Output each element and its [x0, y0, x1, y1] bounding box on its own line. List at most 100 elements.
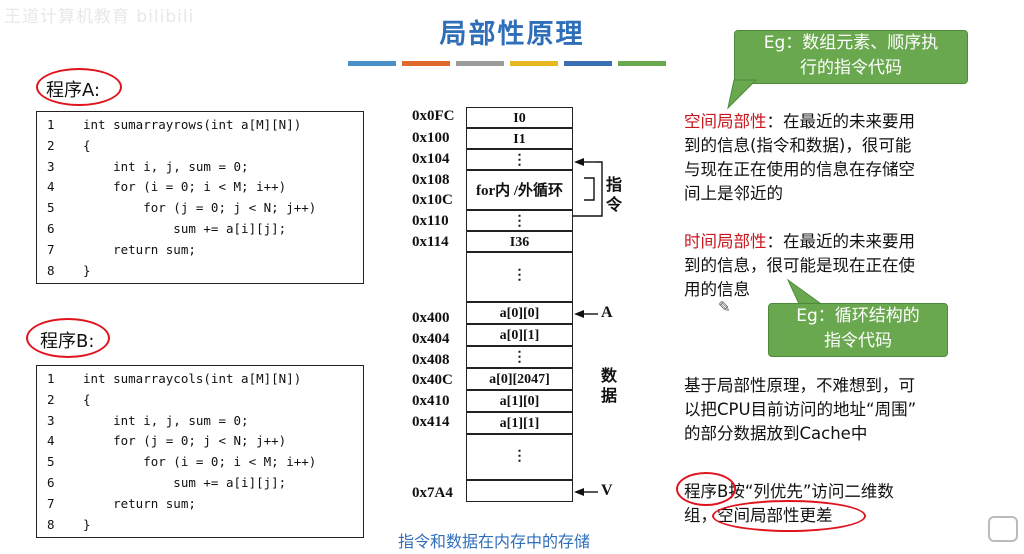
code-text: return sum; [83, 495, 196, 511]
line-number: 8 [47, 516, 55, 532]
stripe-2 [402, 61, 450, 66]
mem-cell-a00: a[0][0] [466, 302, 573, 324]
stripe-6 [618, 61, 666, 66]
mem-cell-dots: ⋮ [466, 149, 573, 170]
player-icon[interactable] [988, 516, 1018, 542]
instructions-label: 指令 [605, 175, 622, 214]
code-line: 5 for (i = 0; i < M; i++) [37, 452, 363, 473]
code-line: 4 for (i = 0; i < M; i++) [37, 177, 363, 198]
arrow-head [574, 158, 584, 166]
line-number: 1 [47, 371, 55, 386]
code-line: 3 int i, j, sum = 0; [37, 157, 363, 178]
code-text: } [83, 262, 91, 278]
cache-text: 基于局部性原理，不难想到，可 以把CPU目前访问的地址“周围” 的部分数据放到C… [684, 374, 1014, 446]
code-line: 4 for (j = 0; j < N; j++) [37, 431, 363, 452]
text-line: ：在最近的未来要用 [766, 112, 916, 131]
code-text: for (i = 0; i < M; i++) [83, 179, 287, 195]
data-label: 数据 [600, 366, 617, 405]
text-line: 以把CPU目前访问的地址“周围” [684, 400, 917, 419]
code-text: return sum; [83, 241, 196, 257]
mem-cell-a01: a[0][1] [466, 324, 573, 346]
memory-address: 0x114 [412, 234, 449, 250]
code-text: sum += a[i][j]; [83, 220, 287, 236]
pointer-v: V [601, 482, 613, 499]
watermark: 王道计算机教育 bilibili [4, 7, 195, 27]
line-number: 3 [47, 412, 55, 428]
stripe-1 [348, 61, 396, 66]
text-line: 基于局部性原理，不难想到，可 [684, 376, 915, 395]
text-line: 用的信息 [684, 280, 750, 299]
memory-address: 0x10C [412, 192, 453, 208]
line-number: 8 [47, 262, 55, 278]
code-line: 5 for (j = 0; j < N; j++) [37, 198, 363, 219]
bubble-line: 行的指令代码 [800, 58, 902, 78]
memory-address: 0x0FC [412, 108, 455, 124]
memory-arrows [573, 158, 603, 496]
code-line: 1 int sumarrayrows(int a[M][N]) [37, 115, 363, 136]
memory-address: 0x410 [412, 393, 450, 409]
mem-cell-gap: ⋮ [466, 252, 573, 302]
memory-address: 0x404 [412, 331, 450, 347]
spatial-term: 空间局部性 [684, 112, 767, 131]
program-b-circle [26, 318, 110, 358]
mem-cell-i0: I0 [466, 107, 573, 128]
mem-cell-i36: I36 [466, 231, 573, 252]
code-text: for (j = 0; j < N; j++) [83, 433, 287, 449]
code-text: int sumarrayrows(int a[M][N]) [83, 117, 302, 132]
text-line: 的部分数据放到Cache中 [684, 424, 868, 443]
title-stripes [348, 61, 666, 66]
code-text: { [83, 391, 91, 407]
text-line: 到的信息(指令和数据)，很可能 [684, 136, 912, 155]
highlight-circle [712, 500, 866, 532]
text-line: 组， [684, 506, 717, 525]
text-line: ：在最近的未来要用 [766, 232, 916, 251]
memory-address: 0x110 [412, 213, 449, 229]
line-number: 7 [47, 241, 55, 257]
mem-cell-a10: a[1][0] [466, 390, 573, 412]
code-text: { [83, 137, 91, 153]
example-bubble-temporal: Eg：循环结构的 指令代码 [768, 303, 948, 357]
code-text: int i, j, sum = 0; [83, 412, 249, 428]
memory-address: 0x7A4 [412, 485, 453, 501]
stripe-5 [564, 61, 612, 66]
arrow-head [574, 310, 584, 318]
bubble-tail [727, 79, 758, 110]
slide-title: 局部性原理 [439, 19, 585, 50]
mem-cell-a02047: a[0][2047] [466, 368, 573, 390]
memory-address: 0x104 [412, 151, 450, 167]
memory-address: 0x100 [412, 130, 450, 146]
temporal-locality-text: 时间局部性：在最近的未来要用 到的信息，很可能是现在正在使 用的信息 [684, 230, 1014, 302]
line-number: 5 [47, 200, 55, 216]
text-line: 间上是邻近的 [684, 184, 783, 203]
arrow-head [574, 488, 584, 496]
memory-address: 0x108 [412, 172, 450, 188]
line-number: 4 [47, 433, 55, 449]
code-line: 6 sum += a[i][j]; [37, 219, 363, 240]
code-line: 8} [37, 515, 363, 536]
mem-cell-gap: ⋮ [466, 434, 573, 480]
text-line: 到的信息，很可能是现在正在使 [684, 256, 915, 275]
temporal-term: 时间局部性 [684, 232, 767, 251]
example-bubble-spatial: Eg：数组元素、顺序执 行的指令代码 [734, 30, 968, 84]
text-line: 与现在正在使用的信息在存储空 [684, 160, 915, 179]
pointer-a: A [601, 304, 613, 321]
memory-address: 0x40C [412, 372, 453, 388]
line-number: 6 [47, 220, 55, 236]
code-line: 6 sum += a[i][j]; [37, 473, 363, 494]
program-a-code: 1 int sumarrayrows(int a[M][N]) 2{3 int i,… [36, 111, 364, 284]
code-text: int i, j, sum = 0; [83, 158, 249, 174]
code-line: 7 return sum; [37, 494, 363, 515]
mem-cell-loop: for内 /外循环 [466, 170, 573, 210]
stripe-4 [510, 61, 558, 66]
instr-loop-arrow [573, 161, 603, 217]
code-line: 2{ [37, 136, 363, 157]
line-number: 3 [47, 158, 55, 174]
code-text: sum += a[i][j]; [83, 474, 287, 490]
stripe-3 [456, 61, 504, 66]
bubble-line: Eg：循环结构的 [796, 306, 920, 326]
line-number: 4 [47, 179, 55, 195]
bubble-line: Eg：数组元素、顺序执 [763, 33, 939, 53]
line-number: 1 [47, 117, 55, 132]
